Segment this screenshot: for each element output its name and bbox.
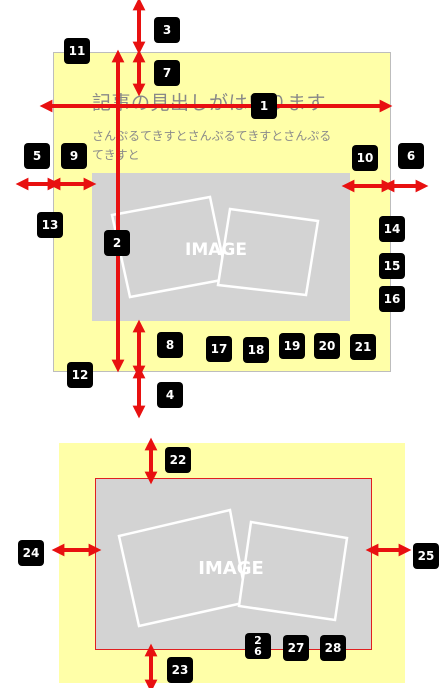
badge-27: 27 [283,635,309,661]
badge-7: 7 [154,60,180,86]
badge-20: 20 [314,333,340,359]
badge-9: 9 [61,143,87,169]
badge-21: 21 [350,334,376,360]
badge-24: 24 [18,540,44,566]
badge-12: 12 [67,362,93,388]
image-label: IMAGE [198,558,264,579]
badge-16: 16 [379,286,405,312]
image-placeholder-icon: IMAGE [110,195,320,299]
badge-13: 13 [37,212,63,238]
badge-5: 5 [24,143,50,169]
badge-1: 1 [251,93,277,119]
image-label: IMAGE [185,240,247,260]
badge-17: 17 [206,336,232,362]
badge-4: 4 [157,382,183,408]
badge-18: 18 [243,337,269,363]
article-image-placeholder-1: IMAGE [92,173,350,321]
badge-15: 15 [379,253,405,279]
badge-22: 22 [165,447,191,473]
badge-6: 6 [398,143,424,169]
badge-3: 3 [154,17,180,43]
badge-23: 23 [167,657,193,683]
badge-19: 19 [279,333,305,359]
badge-26: 2 6 [245,633,271,659]
image-outline-box [95,478,372,650]
image-placeholder-icon: IMAGE [117,508,349,628]
badge-25: 25 [413,543,439,569]
badge-11: 11 [64,38,90,64]
image-placeholder-2: IMAGE [95,478,372,650]
badge-28: 28 [320,635,346,661]
badge-10: 10 [352,145,378,171]
badge-8: 8 [157,332,183,358]
badge-2: 2 [104,230,130,256]
badge-14: 14 [379,216,405,242]
